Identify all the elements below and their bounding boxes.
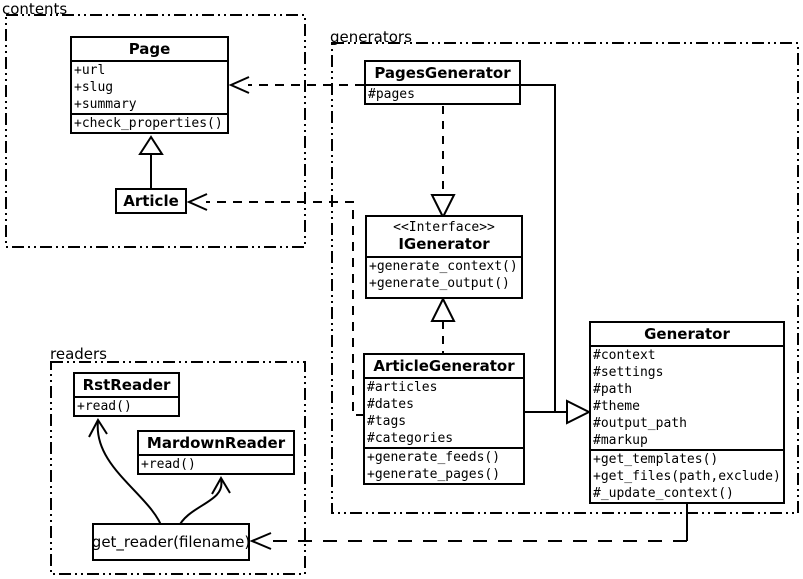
dependency-generator-to-getreader xyxy=(249,497,688,550)
dependency-articlegenerator-to-article xyxy=(186,193,365,416)
class-attributes-pagesgenerator: #pages xyxy=(366,84,519,103)
class-title-page: Page xyxy=(128,40,171,58)
class-box-pagesgenerator: PagesGenerator #pages xyxy=(364,60,521,105)
class-methods-page: +check_properties() xyxy=(72,113,227,132)
class-box-page: Page +url +slug +summary +check_properti… xyxy=(70,36,229,134)
arrow-getreader-to-mardownreader xyxy=(177,476,231,529)
package-label-contents: contents xyxy=(2,0,68,18)
class-title-rstreader: RstReader xyxy=(82,376,171,394)
class-title-articlegenerator: ArticleGenerator xyxy=(373,357,515,375)
class-attributes-page: +url +slug +summary xyxy=(72,60,227,113)
class-attributes-generator: #context #settings #path #theme #output_… xyxy=(591,345,783,449)
class-title-pagesgenerator: PagesGenerator xyxy=(374,64,511,82)
class-box-article: Article xyxy=(115,188,187,214)
class-box-igenerator: <<Interface>> IGenerator +generate_conte… xyxy=(365,215,523,299)
class-title-mardownreader: MardownReader xyxy=(146,434,286,452)
class-title-article: Article xyxy=(123,192,179,210)
class-methods-rstreader: +read() xyxy=(75,396,178,415)
realization-articlegenerator-to-igenerator xyxy=(430,296,456,357)
dependency-pagesgenerator-to-page xyxy=(228,76,364,94)
package-contents-border xyxy=(5,14,306,248)
class-box-rstreader: RstReader +read() xyxy=(73,372,180,417)
class-stereotype-igenerator: <<Interface>> xyxy=(393,220,495,235)
package-readers-border xyxy=(50,361,306,575)
package-label-generators: generators xyxy=(330,28,412,46)
class-methods-generator: +get_templates() +get_files(path,exclude… xyxy=(591,449,783,502)
class-methods-mardownreader: +read() xyxy=(139,454,293,473)
realization-pagesgenerator-to-igenerator xyxy=(430,106,456,220)
package-generators-border xyxy=(331,42,799,514)
class-methods-articlegenerator: +generate_feeds() +generate_pages() xyxy=(365,447,523,483)
class-title-igenerator: IGenerator xyxy=(398,235,490,253)
class-box-generator: Generator #context #settings #path #them… xyxy=(589,321,785,504)
class-box-mardownreader: MardownReader +read() xyxy=(137,430,295,475)
class-title-generator: Generator xyxy=(644,325,730,343)
arrow-getreader-to-rstreader xyxy=(88,418,164,531)
class-methods-igenerator: +generate_context() +generate_output() xyxy=(367,256,521,292)
generalization-generators-to-generator xyxy=(519,84,592,425)
package-label-readers: readers xyxy=(50,345,107,363)
generalization-article-to-page xyxy=(138,135,164,192)
class-box-articlegenerator: ArticleGenerator #articles #dates #tags … xyxy=(363,353,525,485)
class-attributes-articlegenerator: #articles #dates #tags #categories xyxy=(365,377,523,447)
function-label-get-reader: get_reader(filename) xyxy=(91,533,251,551)
function-box-get-reader: get_reader(filename) xyxy=(92,523,250,561)
